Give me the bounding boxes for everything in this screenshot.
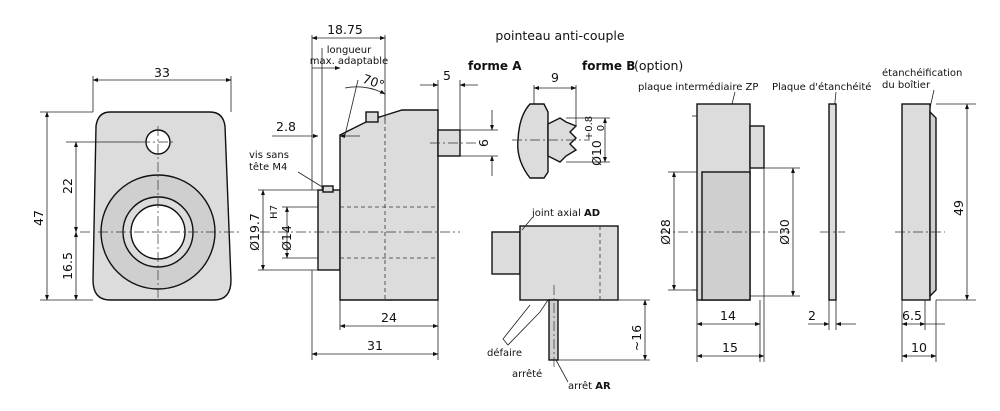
dim-dia-30: Ø30	[777, 219, 792, 245]
dim-approx-16: ~16	[629, 325, 644, 351]
zp-insert	[701, 171, 751, 301]
label-joint-axial: joint axial AD	[531, 208, 600, 219]
dim-15: 15	[722, 340, 738, 355]
front-dim-16-5: 16.5	[60, 252, 75, 280]
label-defaire: défaire	[487, 347, 522, 359]
seal-plate-view: Plaque d'étanchéité 2	[772, 81, 871, 330]
label-forme-b: forme B	[582, 59, 635, 73]
tol-lower: 0	[596, 125, 607, 131]
side-top-pin	[365, 111, 379, 123]
dim-49: 49	[951, 200, 966, 216]
dim-dia-14: Ø14	[279, 225, 294, 251]
zp-tab	[749, 125, 765, 169]
seal-plate	[828, 103, 837, 301]
dim-angle-70: 70°	[361, 71, 387, 93]
dim-dia-10: Ø10	[589, 140, 604, 166]
label-housing-1: étanchéification	[882, 67, 962, 79]
lever-arrete	[548, 299, 559, 361]
joint-text: joint axial	[531, 208, 584, 219]
housing-body	[901, 103, 931, 301]
dim-18-75: 18.75	[327, 22, 363, 37]
front-height-label: 47	[31, 210, 46, 226]
dim-2: 2	[808, 308, 816, 323]
zp-plate-view: plaque intermédiaire ZP Ø28 Ø30 14 15	[638, 81, 800, 362]
forme-knob	[517, 103, 549, 179]
front-dim-22: 22	[60, 178, 75, 194]
label-forme-a: forme A	[468, 59, 522, 73]
dim-dia-28: Ø28	[658, 219, 673, 245]
label-arret-ar: arrêt AR	[568, 380, 611, 392]
dim-6-5: 6.5	[902, 308, 922, 323]
label-seal-plate: Plaque d'étanchéité	[772, 81, 871, 93]
drawing-title: pointeau anti-couple	[495, 28, 624, 43]
arret-code: AR	[595, 381, 611, 392]
dim-6: 6	[476, 139, 491, 147]
forme-a-b: forme A forme B (option) 9 Ø10 +0.8 0	[468, 58, 683, 179]
dim-dia-19-7: Ø19.7	[247, 213, 262, 251]
side-main-body	[339, 109, 439, 301]
label-arrete: arrêté	[512, 368, 542, 380]
bottom-view: joint axial AD défaire arrêté arrêt AR ~…	[487, 208, 650, 392]
side-screw	[322, 185, 334, 193]
dim-24: 24	[381, 310, 397, 325]
label-housing-2: du boîtier	[882, 79, 931, 91]
housing-seal-view: étanchéification du boîtier 49 6.5 10	[882, 67, 976, 362]
dim-9: 9	[551, 70, 559, 85]
front-view: 33 47 22 16.5	[31, 65, 240, 301]
note-max-adaptable: max. adaptable	[310, 56, 388, 67]
label-zp: plaque intermédiaire ZP	[638, 81, 758, 93]
dim-31: 31	[367, 338, 383, 353]
tolerance-h7: H7	[269, 205, 280, 219]
joint-code: AD	[584, 208, 600, 219]
arret-text: arrêt	[568, 380, 595, 392]
side-flange	[317, 189, 341, 271]
dim-10: 10	[911, 340, 927, 355]
note-longueur: longueur	[327, 45, 372, 56]
label-tete-m4: tête M4	[249, 161, 287, 173]
label-option: (option)	[634, 58, 683, 73]
side-view: pointeau anti-couple 18.75 longueur max.…	[247, 22, 625, 360]
label-vis-sans: vis sans	[249, 150, 289, 161]
housing-lip	[929, 110, 937, 298]
bottom-body	[519, 225, 619, 301]
dim-5: 5	[443, 68, 451, 83]
bottom-flange	[491, 231, 521, 275]
tol-upper: +0.8	[584, 116, 595, 140]
dim-14: 14	[720, 308, 736, 323]
dim-2-8: 2.8	[276, 119, 296, 134]
front-width-label: 33	[154, 65, 170, 80]
lever-defaire	[502, 299, 549, 346]
